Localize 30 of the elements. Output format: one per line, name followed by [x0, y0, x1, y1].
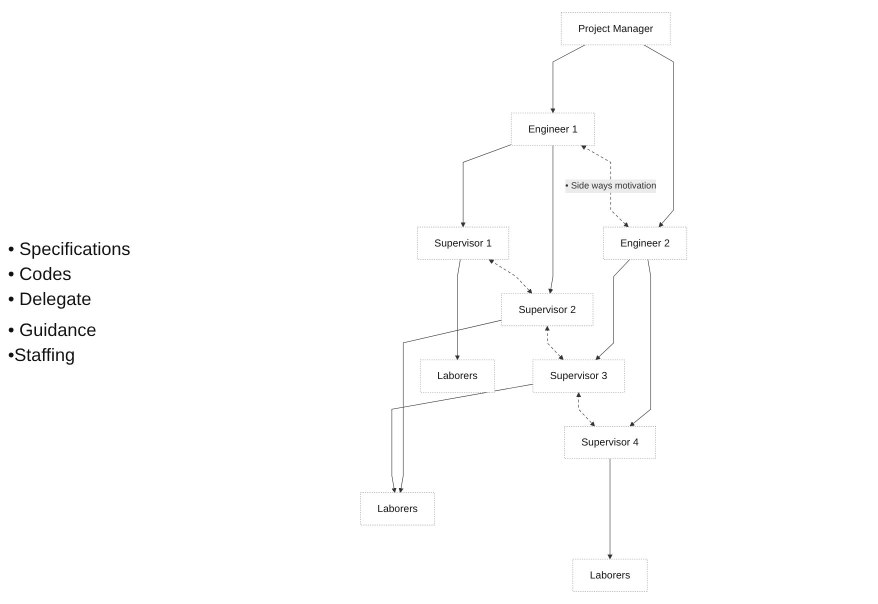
arrow	[576, 392, 596, 427]
edge-label: • Side ways motivation	[566, 181, 657, 191]
node-box: Supervisor 3	[533, 360, 626, 393]
bullet-note: • Codes	[8, 264, 72, 284]
bullet-note: • Guidance	[8, 320, 98, 340]
node-box: Laborers	[572, 558, 648, 592]
node-box: Laborers	[420, 360, 496, 393]
bullet-note: • Specifications	[8, 238, 132, 260]
arrow	[548, 145, 554, 294]
node-box: Supervisor 1	[418, 226, 510, 260]
node-box: Engineer 2	[603, 226, 688, 260]
arrow	[455, 259, 462, 360]
arrow	[392, 384, 534, 493]
node-box: Supervisor 4	[564, 426, 656, 459]
node-box: Supervisor 2	[502, 293, 594, 326]
arrow	[596, 259, 630, 360]
node-box: Laborers	[360, 492, 436, 526]
arrow	[608, 458, 613, 560]
node-box: Project Manager	[561, 12, 671, 46]
arrow	[489, 259, 533, 294]
arrow	[644, 44, 674, 228]
arrow	[550, 44, 586, 114]
node-box: Engineer 1	[511, 112, 596, 146]
arrow	[545, 326, 564, 360]
bullet-note: • Delegate	[8, 288, 92, 310]
arrow	[399, 320, 502, 493]
bullet-note: •Staffing	[8, 344, 76, 366]
arrow	[461, 144, 512, 228]
arrow	[582, 145, 629, 228]
arrow	[630, 259, 652, 427]
